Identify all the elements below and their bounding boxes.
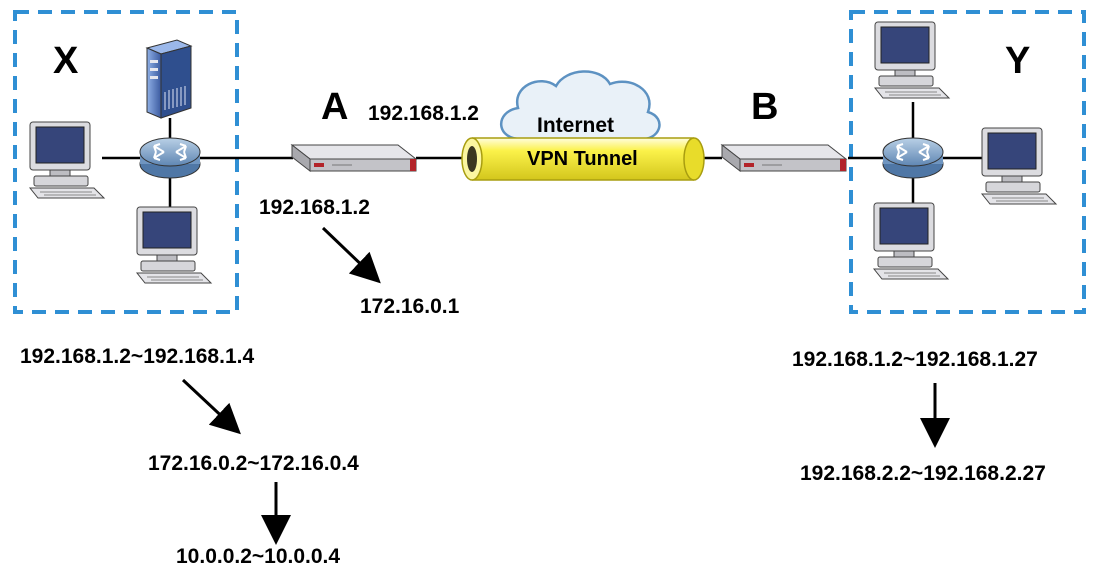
translation-arrow-a — [321, 226, 381, 284]
router-icon — [882, 137, 944, 179]
internet-cloud-icon — [499, 70, 661, 141]
vpn-tunnel-label: VPN Tunnel — [527, 148, 638, 170]
left-range-1: 192.168.1.2~192.168.1.4 — [20, 345, 255, 368]
computer-icon — [874, 21, 950, 99]
vpn-tunnel-icon — [461, 137, 705, 181]
right-range-1: 192.168.1.2~192.168.1.27 — [792, 348, 1038, 371]
computer-icon — [873, 202, 949, 280]
router-icon — [139, 137, 201, 179]
left-range-2: 172.16.0.2~172.16.0.4 — [148, 452, 359, 475]
computer-icon — [981, 127, 1057, 205]
network-links — [102, 102, 984, 210]
translation-arrow-left-1 — [181, 378, 241, 435]
network-x-box — [13, 10, 239, 314]
computer-icon — [29, 121, 105, 199]
computer-icon — [136, 206, 212, 284]
network-y-label: Y — [1005, 40, 1031, 82]
gateway-a-device-icon — [291, 144, 417, 172]
gateway-a-label: A — [321, 86, 349, 128]
gateway-a-translation-from: 192.168.1.2 — [259, 196, 370, 219]
internet-label: Internet — [537, 114, 615, 137]
gateway-b-label: B — [751, 86, 779, 128]
gateway-a-ip: 192.168.1.2 — [368, 102, 479, 125]
network-y-box — [849, 10, 1086, 314]
gateway-a-translation-to: 172.16.0.1 — [360, 295, 460, 318]
gateway-b-device-icon — [721, 144, 847, 172]
server-icon — [145, 39, 193, 119]
right-range-2: 192.168.2.2~192.168.2.27 — [800, 462, 1046, 485]
left-range-3: 10.0.0.2~10.0.0.4 — [176, 545, 341, 568]
network-x-label: X — [53, 40, 79, 82]
